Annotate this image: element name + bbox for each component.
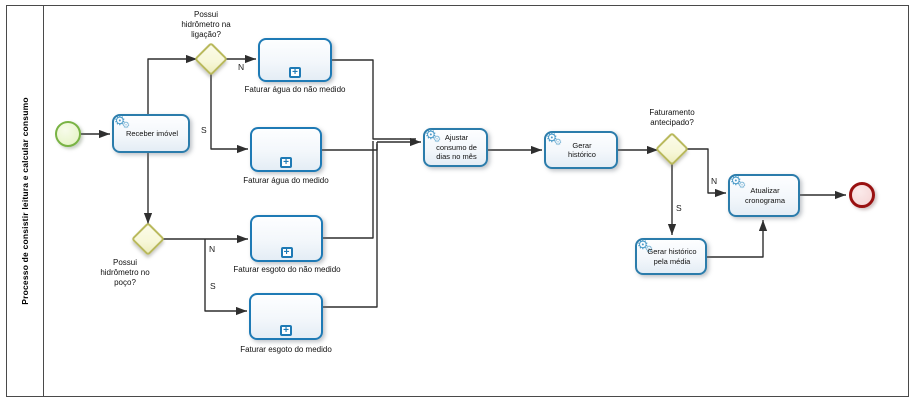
service-gear-icon: ⚙ bbox=[637, 237, 649, 252]
gateway-hidrometro-ligacao-label: Possui hidrômetro na ligação? bbox=[181, 10, 231, 39]
task-receber-imovel[interactable]: ⚙⚙Receber imóvel bbox=[112, 113, 190, 153]
start-event[interactable] bbox=[55, 121, 81, 147]
gateway-diamond bbox=[131, 222, 165, 256]
flow-gw-poco-s-label: S bbox=[210, 281, 216, 291]
service-gear-icon: ⚙ bbox=[433, 134, 442, 144]
subprocess-plus-icon[interactable]: + bbox=[280, 157, 292, 168]
gateway-hidrometro-ligacao[interactable] bbox=[194, 42, 228, 76]
subprocess-plus-icon[interactable]: + bbox=[289, 67, 301, 78]
task-gerar-historico-media[interactable]: ⚙⚙Gerar histórico pela média bbox=[635, 237, 707, 275]
subprocess-faturar-agua-medido[interactable]: + bbox=[250, 127, 322, 172]
service-gear-icon: ⚙ bbox=[730, 173, 742, 188]
flow-receber-gw-ligacao bbox=[147, 54, 197, 114]
gateway-diamond bbox=[655, 132, 689, 166]
subprocess-plus-icon[interactable]: + bbox=[280, 247, 293, 258]
subprocess-plus-icon[interactable]: + bbox=[280, 325, 292, 336]
pool-border bbox=[6, 5, 909, 397]
task-gerar-historico[interactable]: ⚙⚙ Gerar histórico bbox=[544, 130, 618, 169]
flow-gw-poco-n-label: N bbox=[209, 244, 216, 254]
gateway-faturamento-antecipado-label: Faturamento antecipado? bbox=[649, 108, 695, 127]
subprocess-faturar-agua-nao-medido-label: Faturar água do não medido bbox=[244, 85, 346, 94]
gateway-hidrometro-poco[interactable] bbox=[131, 222, 165, 256]
gateway-faturamento-antecipado[interactable] bbox=[655, 132, 689, 166]
flow-esgoto-medido-out bbox=[323, 144, 378, 308]
service-gear-icon: ⚙ bbox=[738, 180, 747, 190]
flow-gw-ligacao-s-label: S bbox=[201, 125, 207, 135]
task-label: Atualizar cronograma bbox=[744, 186, 786, 205]
service-gear-icon: ⚙ bbox=[645, 244, 654, 254]
flow-agua-nao-medido-out bbox=[332, 59, 416, 140]
flow-agua-medido-out bbox=[322, 142, 378, 151]
end-event[interactable] bbox=[849, 182, 875, 208]
subprocess-faturar-esgoto-medido[interactable]: + bbox=[249, 293, 323, 340]
flow-gw-poco-s bbox=[204, 239, 247, 316]
task-ajustar-consumo[interactable]: ⚙⚙Ajustar consumo de dias no mês bbox=[423, 127, 488, 167]
subprocess-faturar-esgoto-nao-medido[interactable]: + bbox=[250, 215, 323, 262]
task-label: Gerar histórico bbox=[568, 140, 596, 159]
flow-gw-ligacao-n-label: N bbox=[238, 62, 245, 72]
flow-esgoto-nao-medido-out bbox=[323, 141, 374, 239]
task-label: Gerar histórico pela média bbox=[647, 247, 697, 266]
flow-gw-antecipado-s-label: S bbox=[676, 203, 682, 213]
subprocess-faturar-agua-nao-medido[interactable]: + bbox=[258, 38, 332, 82]
subprocess-faturar-esgoto-nao-medido-label: Faturar esgoto do não medido bbox=[233, 265, 341, 274]
service-gear-icon: ⚙ bbox=[554, 137, 563, 147]
subprocess-faturar-esgoto-medido-label: Faturar esgoto do medido bbox=[240, 345, 332, 354]
flow-gw-antecipado-n-label: N bbox=[711, 176, 718, 186]
service-gear-icon: ⚙ bbox=[546, 130, 558, 145]
service-gear-icon: ⚙ bbox=[425, 127, 437, 142]
gateway-diamond bbox=[194, 42, 228, 76]
flow-media-atualizar bbox=[707, 220, 768, 258]
service-gear-icon: ⚙ bbox=[114, 113, 126, 128]
subprocess-faturar-agua-medido-label: Faturar água do medido bbox=[243, 176, 329, 185]
flow-gw-ligacao-s bbox=[210, 73, 248, 154]
flow-gw-antecipado-n bbox=[685, 148, 726, 198]
task-label: Ajustar consumo de dias no mês bbox=[436, 133, 477, 162]
task-atualizar-cronograma[interactable]: ⚙⚙Atualizar cronograma bbox=[728, 173, 800, 217]
task-label: Receber imóvel bbox=[125, 128, 179, 138]
gateway-hidrometro-poco-label: Possui hidrômetro no poço? bbox=[100, 258, 150, 287]
lane-divider-line bbox=[43, 5, 44, 397]
service-gear-icon: ⚙ bbox=[122, 120, 131, 130]
